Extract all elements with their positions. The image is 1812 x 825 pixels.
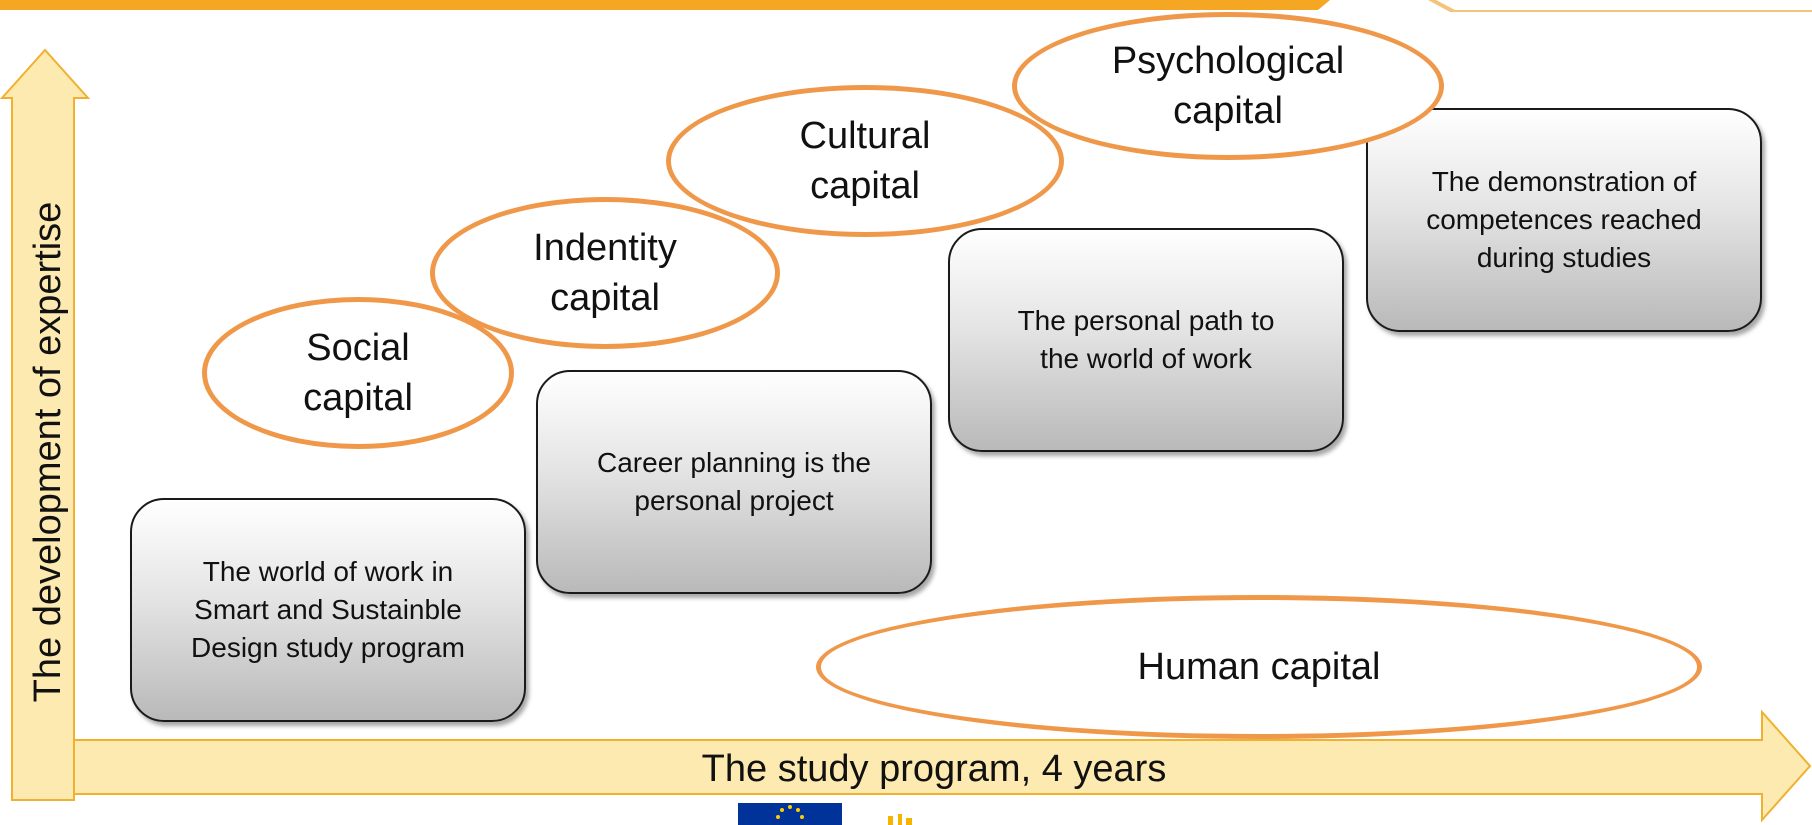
logo-fragment: [888, 814, 912, 825]
step-box-career-planning: Career planning is the personal project: [536, 370, 932, 594]
eu-flag-logo: [738, 803, 842, 825]
ellipse-psychological-capital: Psychological capital: [1012, 12, 1444, 160]
y-axis-arrow: [0, 48, 91, 801]
ellipse-identity-capital: Indentity capital: [430, 197, 780, 349]
x-axis-label: The study program, 4 years: [701, 748, 1167, 790]
step-box-demonstration: The demonstration of competences reached…: [1366, 108, 1762, 332]
step-box-personal-path: The personal path to the world of work: [948, 228, 1344, 452]
ellipse-social-capital: Social capital: [202, 297, 514, 449]
y-axis-label: The development of expertise: [27, 201, 69, 703]
step-box-world-of-work: The world of work in Smart and Sustainbl…: [130, 498, 526, 722]
ellipse-cultural-capital: Cultural capital: [666, 85, 1064, 237]
x-axis-arrow: [73, 709, 1812, 823]
header-bar-decoration: [0, 0, 1812, 12]
ellipse-human-capital: Human capital: [816, 595, 1702, 739]
